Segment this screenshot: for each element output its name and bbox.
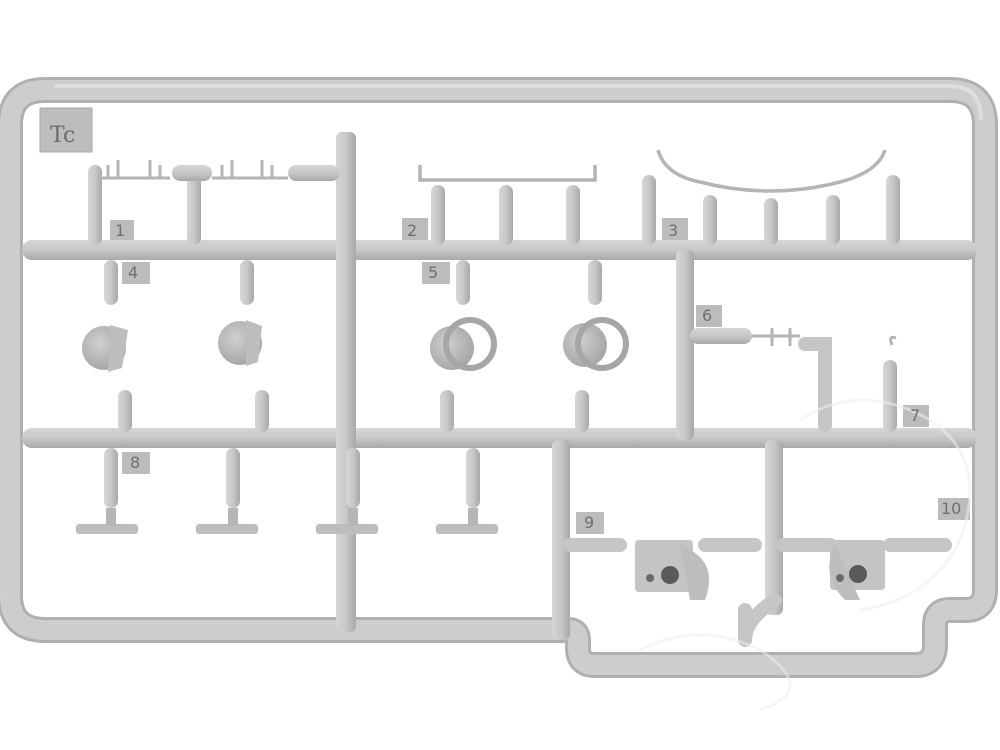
runner-vertical-right (676, 250, 694, 440)
part-number-2: 2 (407, 221, 417, 240)
part-number-1: 1 (115, 221, 125, 240)
part-2-rod (402, 165, 597, 245)
outer-frame (0, 77, 998, 678)
part-4-hubs (82, 260, 269, 432)
part-number-7: 7 (910, 406, 920, 425)
part-6-bracket (690, 305, 832, 432)
part-9-housing (563, 512, 762, 600)
part-1-links (88, 160, 340, 245)
runner-horizontal-upper (22, 240, 977, 260)
part-3-curved-wire (642, 149, 900, 245)
part-number-4: 4 (128, 263, 138, 282)
part-8-pins (76, 448, 498, 534)
part-number-3: 3 (668, 221, 678, 240)
frame-letter: Tc (50, 123, 75, 148)
runner-vertical-center (336, 132, 356, 632)
part-number-5: 5 (428, 263, 438, 282)
part-number-8: 8 (130, 453, 140, 472)
runner-vertical-bottom-mid (552, 440, 783, 640)
runner-horizontal-lower (22, 428, 977, 448)
part-number-10: 10 (941, 499, 961, 518)
frame-letter-tab: Tc (39, 107, 93, 153)
part-number-6: 6 (702, 306, 712, 325)
part-number-labels: 1 2 3 4 5 6 7 8 9 10 (115, 221, 961, 532)
part-7-post (883, 335, 929, 432)
part-number-9: 9 (584, 513, 594, 532)
part-5-hubs (422, 260, 629, 432)
part-10-housing (738, 498, 970, 647)
watermark (639, 398, 972, 712)
